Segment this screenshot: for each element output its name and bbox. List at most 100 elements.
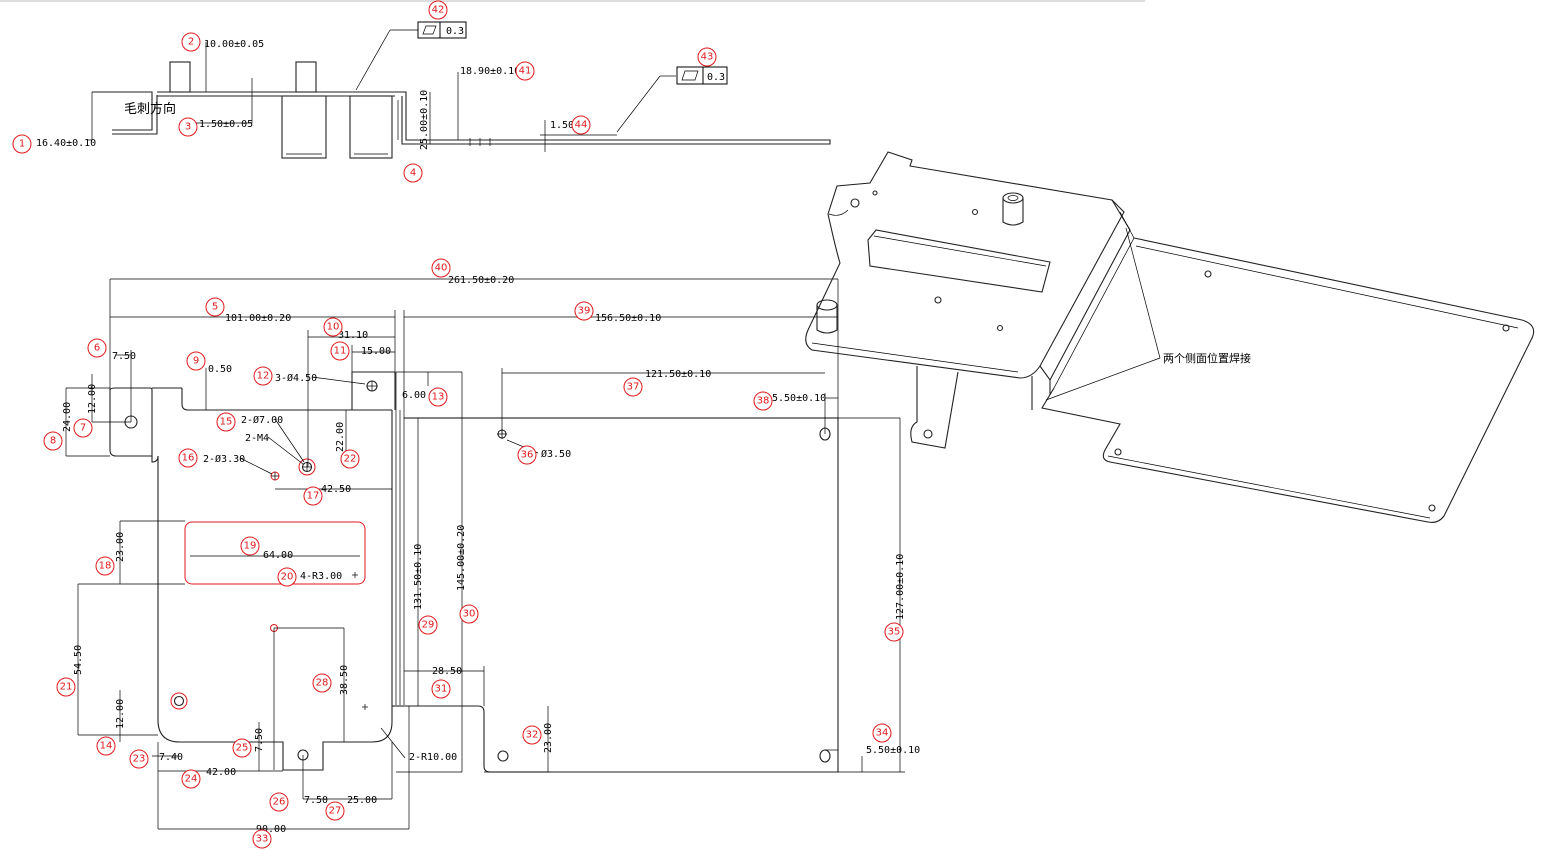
balloon-13: 13 bbox=[428, 387, 448, 407]
balloon-29: 29 bbox=[418, 615, 438, 635]
burr-direction-note: 毛刺方向 bbox=[124, 101, 176, 117]
svg-text:26: 26 bbox=[273, 797, 286, 808]
svg-text:28: 28 bbox=[316, 678, 329, 689]
weld-note: 两个侧面位置焊接 bbox=[1163, 351, 1251, 365]
balloon-20: 20 bbox=[277, 567, 297, 587]
side-view bbox=[88, 21, 831, 159]
balloon-17: 17 bbox=[303, 486, 323, 506]
balloon-40: 40 bbox=[431, 258, 451, 278]
dim-41: 18.90±0.10 bbox=[460, 66, 520, 77]
balloon-41: 41 bbox=[515, 61, 535, 81]
balloon-44: 44 bbox=[571, 115, 591, 135]
dim-7: 12.00 bbox=[87, 384, 98, 414]
dim-35: 127.00±0.10 bbox=[895, 554, 906, 620]
svg-text:41: 41 bbox=[519, 66, 532, 77]
dim-11: 15.00 bbox=[361, 346, 391, 357]
balloon-11: 11 bbox=[330, 341, 350, 361]
dim-36: Ø3.50 bbox=[541, 448, 571, 460]
dim-28: 38.50 bbox=[339, 665, 350, 695]
svg-text:22: 22 bbox=[344, 454, 357, 465]
balloon-8: 8 bbox=[43, 431, 63, 451]
tol-43-value: 0.3 bbox=[707, 72, 725, 83]
svg-text:15: 15 bbox=[220, 417, 233, 428]
balloon-36: 36 bbox=[517, 445, 537, 465]
svg-text:9: 9 bbox=[193, 356, 199, 367]
balloon-42: 42 bbox=[428, 0, 448, 20]
dim-3: 1.50±0.05 bbox=[199, 119, 253, 130]
tol-42-value: 0.3 bbox=[446, 26, 464, 37]
dim-17: 42.50 bbox=[321, 484, 351, 495]
svg-text:43: 43 bbox=[701, 52, 714, 63]
dim-12: 3-Ø4.50 bbox=[275, 372, 317, 384]
balloon-19: 19 bbox=[240, 536, 260, 556]
dim-18: 23.00 bbox=[115, 532, 126, 562]
balloon-38: 38 bbox=[753, 391, 773, 411]
dim-22: 22.00 bbox=[335, 422, 346, 452]
dim-33: 90.00 bbox=[256, 824, 286, 835]
balloon-25: 25 bbox=[232, 738, 252, 758]
dim-26: 7.50 bbox=[304, 795, 328, 806]
balloon-2: 2 bbox=[181, 32, 201, 52]
dim-15b: 2-M4 bbox=[245, 433, 269, 444]
dim-16: 2-Ø3.30 bbox=[203, 453, 245, 465]
balloon-15: 15 bbox=[216, 412, 236, 432]
svg-text:30: 30 bbox=[463, 609, 476, 620]
balloon-24: 24 bbox=[181, 769, 201, 789]
svg-text:12: 12 bbox=[257, 371, 270, 382]
svg-text:18: 18 bbox=[99, 561, 112, 572]
dim-21: 54.50 bbox=[73, 645, 84, 675]
dim-10: 31.10 bbox=[338, 330, 368, 341]
dim-39: 156.50±0.10 bbox=[595, 313, 661, 324]
dim-38: 5.50±0.10 bbox=[772, 393, 826, 404]
svg-text:40: 40 bbox=[435, 263, 448, 274]
dim-29: 131.50±0.10 bbox=[413, 544, 424, 610]
svg-text:36: 36 bbox=[521, 450, 534, 461]
balloon-18: 18 bbox=[95, 556, 115, 576]
svg-text:4: 4 bbox=[410, 168, 416, 179]
dim-19: 64.00 bbox=[263, 550, 293, 561]
svg-text:3: 3 bbox=[185, 122, 191, 133]
dim-14: 12.00 bbox=[115, 699, 126, 729]
svg-text:29: 29 bbox=[422, 620, 435, 631]
balloon-22: 22 bbox=[340, 449, 360, 469]
dim-20: 4-R3.00 bbox=[300, 571, 342, 582]
svg-text:16: 16 bbox=[182, 453, 195, 464]
svg-text:35: 35 bbox=[888, 627, 901, 638]
balloon-27: 27 bbox=[325, 801, 345, 821]
balloon-14: 14 bbox=[96, 736, 116, 756]
balloon-23: 23 bbox=[129, 749, 149, 769]
dim-15: 2-Ø7.00 bbox=[241, 414, 283, 426]
balloon-7: 7 bbox=[73, 418, 93, 438]
flat-pattern bbox=[65, 278, 905, 830]
svg-text:13: 13 bbox=[432, 392, 445, 403]
balloon-35: 35 bbox=[884, 622, 904, 642]
svg-text:31: 31 bbox=[435, 684, 448, 695]
svg-text:25: 25 bbox=[236, 743, 249, 754]
balloon-34: 34 bbox=[872, 723, 892, 743]
dim-6: 7.50 bbox=[112, 351, 136, 362]
balloon-9: 9 bbox=[186, 351, 206, 371]
svg-text:23: 23 bbox=[133, 754, 146, 765]
dim-13: 6.00 bbox=[402, 390, 426, 401]
svg-text:8: 8 bbox=[50, 436, 56, 447]
balloon-3: 3 bbox=[178, 117, 198, 137]
svg-text:19: 19 bbox=[244, 541, 257, 552]
dim-24: 42.00 bbox=[206, 767, 236, 778]
balloon-31: 31 bbox=[431, 679, 451, 699]
svg-text:10: 10 bbox=[327, 322, 340, 333]
dim-40: 261.50±0.20 bbox=[448, 275, 514, 286]
svg-text:5: 5 bbox=[212, 302, 218, 313]
svg-text:20: 20 bbox=[281, 572, 294, 583]
dim-37: 121.50±0.10 bbox=[645, 369, 711, 380]
svg-text:42: 42 bbox=[432, 5, 445, 16]
dim-31: 28.50 bbox=[432, 666, 462, 677]
dim-r10: 2-R10.00 bbox=[409, 752, 457, 763]
svg-text:6: 6 bbox=[94, 343, 100, 354]
dim-4: 25.00±0.10 bbox=[419, 90, 430, 150]
balloon-30: 30 bbox=[459, 604, 479, 624]
svg-text:21: 21 bbox=[60, 682, 73, 693]
svg-text:27: 27 bbox=[329, 806, 342, 817]
dim-9: 0.50 bbox=[208, 364, 232, 375]
balloon-4: 4 bbox=[403, 163, 423, 183]
